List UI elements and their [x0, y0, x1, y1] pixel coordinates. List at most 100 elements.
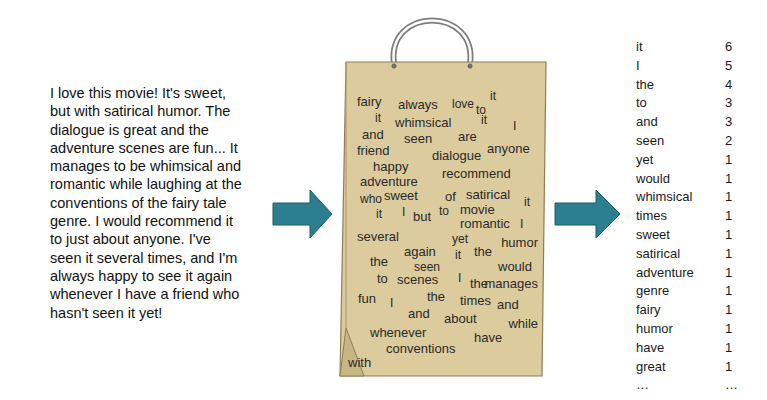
count-cell: it	[636, 40, 643, 55]
bag-word: whenever	[370, 326, 426, 341]
bag-word: about	[444, 312, 477, 327]
count-cell: times	[636, 209, 667, 224]
bag-word: and	[362, 128, 384, 143]
bag-word: it	[481, 114, 487, 128]
bag-word: would	[498, 260, 532, 275]
count-cell: sweet	[636, 228, 670, 243]
count-cell: 5	[725, 59, 732, 74]
bag-word: the	[370, 255, 388, 270]
paper-bag: fairyalwayslovetoititwhimsicalitIandseen…	[338, 58, 550, 380]
count-cell: 1	[725, 322, 732, 337]
bag-word: are	[458, 130, 477, 145]
bag-handle	[394, 21, 471, 65]
bag-word: several	[357, 230, 399, 245]
bag-word: it	[375, 112, 381, 126]
bag-word: with	[348, 356, 371, 371]
bag-word: always	[398, 98, 438, 113]
bag-word: I	[520, 218, 523, 232]
bag-word: and	[408, 307, 430, 322]
bag-word: movie	[460, 203, 495, 218]
bag-word: to	[377, 272, 388, 287]
block-arrow	[273, 190, 332, 238]
count-cell: humor	[636, 322, 673, 337]
bag-word: love	[452, 98, 474, 112]
bag-word: anyone	[487, 142, 530, 157]
count-cell: genre	[636, 284, 669, 299]
bag-word: and	[497, 298, 519, 313]
count-cell: yet	[636, 153, 653, 168]
bag-word: it	[376, 208, 382, 222]
bag-word: satirical	[466, 188, 510, 203]
count-cell: 6	[725, 40, 732, 55]
bag-word: adventure	[360, 175, 418, 190]
count-cell: 1	[725, 228, 732, 243]
bag-word: times	[460, 294, 491, 309]
bag-word: friend	[357, 144, 390, 159]
bag-word: happy	[373, 160, 408, 175]
bag-body	[340, 62, 546, 376]
count-cell: adventure	[636, 266, 694, 281]
bag-word: fun	[358, 292, 376, 307]
count-cell: seen	[636, 134, 664, 149]
bag-handle	[394, 21, 471, 65]
count-cell: 2	[725, 134, 732, 149]
count-cell: 3	[725, 96, 732, 111]
count-cell: 1	[725, 153, 732, 168]
count-cell: I	[636, 59, 640, 74]
count-cell: 1	[725, 247, 732, 262]
bag-word: scenes	[397, 273, 438, 288]
bag-word: it	[455, 249, 461, 263]
bag-word: seen	[404, 132, 432, 147]
count-cell: to	[636, 96, 647, 111]
count-cell: the	[636, 78, 654, 93]
count-cell: …	[636, 378, 649, 393]
count-cell: 1	[725, 172, 732, 187]
bag-word: manages	[485, 277, 538, 292]
count-cell: satirical	[636, 247, 680, 262]
bag-word: the	[474, 245, 492, 260]
handle-hole	[392, 64, 397, 69]
bag-word: I	[513, 120, 516, 134]
bag-word: sweet	[384, 189, 418, 204]
count-cell: whimsical	[636, 190, 692, 205]
bag-word: I	[458, 272, 461, 286]
bag-word: whimsical	[395, 116, 451, 131]
count-cell: have	[636, 341, 664, 356]
review-text: I love this movie! It's sweet, but with …	[50, 84, 245, 322]
count-cell: 1	[725, 303, 732, 318]
bag-word: romantic	[460, 217, 510, 232]
count-cell: 1	[725, 190, 732, 205]
count-cell: 3	[725, 115, 732, 130]
bag-word: who	[360, 193, 382, 207]
bag-word: dialogue	[432, 149, 481, 164]
count-cell: 1	[725, 209, 732, 224]
count-cell: would	[636, 172, 670, 187]
count-cell: 1	[725, 341, 732, 356]
bag-word: the	[427, 290, 445, 305]
bag-crease	[346, 62, 347, 328]
bag-word: to	[439, 205, 449, 219]
bag-word: I	[390, 297, 393, 311]
count-cell: 1	[725, 284, 732, 299]
count-cell: fairy	[636, 303, 661, 318]
bag-word: while	[508, 317, 538, 332]
bag-word: of	[445, 190, 456, 205]
bag-word: recommend	[442, 167, 511, 182]
count-cell: …	[725, 378, 738, 393]
count-cell: 1	[725, 266, 732, 281]
bag-word: yet	[452, 233, 468, 247]
handle-hole	[468, 64, 473, 69]
bag-word: humor	[501, 236, 538, 251]
count-cell: and	[636, 115, 658, 130]
bag-word: again	[404, 245, 436, 260]
count-cell: 1	[725, 360, 732, 375]
bag-word: it	[524, 196, 530, 210]
bag-word: fairy	[357, 95, 382, 110]
bag-word: have	[474, 331, 502, 346]
bag-word: but	[413, 210, 431, 225]
bag-word: it	[490, 90, 496, 104]
bag-word: I	[402, 206, 405, 220]
block-arrow	[555, 190, 620, 238]
bag-word: conventions	[386, 342, 455, 357]
count-cell: 4	[725, 78, 732, 93]
